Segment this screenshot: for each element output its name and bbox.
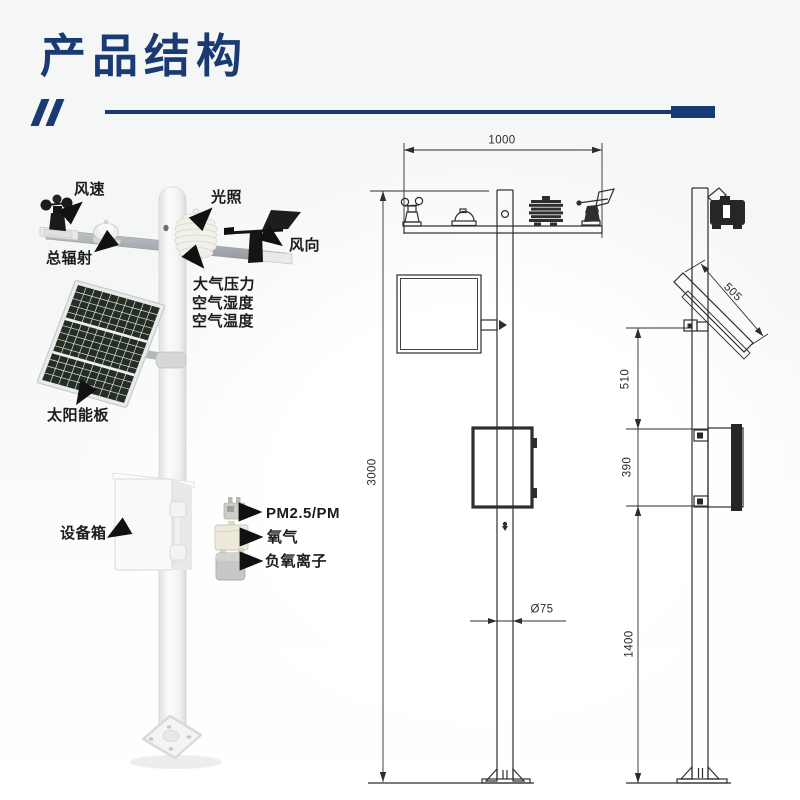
equipment-box-3d (112, 472, 195, 571)
solar-panel-3d (36, 280, 187, 408)
dim-mount-to-box: 510 (619, 368, 632, 390)
label-negative-oxygen-ion: 负氧离子 (265, 553, 328, 570)
arrow-wind-direction (257, 224, 283, 247)
arrow-pressure-humidity-temp (181, 244, 205, 269)
arrow-total-radiation (94, 229, 119, 253)
label-pm: PM2.5/PM (266, 505, 341, 522)
label-solar-panel: 太阳能板 (47, 407, 110, 424)
header-underline (105, 110, 672, 114)
label-arrows (58, 201, 283, 571)
anemometer-3d (40, 194, 73, 239)
label-air-humidity: 空气湿度 (192, 295, 255, 312)
header-underline-end (671, 106, 715, 118)
dim-crossarm-width: 1000 (488, 134, 516, 147)
label-atmospheric-pressure: 大气压力 (193, 276, 256, 293)
side-view-drawing (626, 187, 769, 784)
shield-front-icon (529, 196, 563, 226)
dim-box-height: 390 (621, 456, 634, 478)
ion-sensor-icon (215, 552, 246, 581)
oxygen-sensor-icon (214, 521, 249, 554)
arrow-illumination (188, 207, 213, 232)
dim-pole-diameter: Ø75 (530, 603, 554, 616)
label-oxygen: 氧气 (267, 529, 299, 546)
arrow-equipment-box (106, 517, 133, 538)
arrow-wind-speed (58, 201, 83, 225)
label-air-temperature: 空气温度 (192, 313, 255, 330)
arrow-solar-panel (76, 379, 97, 406)
station-3d-render (36, 186, 301, 769)
page-title: 产品结构 (40, 31, 248, 82)
label-wind-direction: 风向 (289, 237, 321, 254)
label-equipment-box: 设备箱 (60, 525, 107, 542)
front-view-drawing (368, 143, 616, 784)
pole-3d (158, 186, 187, 744)
label-illumination: 光照 (211, 189, 243, 206)
ground-shadow (130, 755, 222, 769)
dim-box-to-ground: 1400 (623, 630, 636, 658)
base-plate-3d (141, 714, 203, 760)
label-wind-speed: 风速 (74, 181, 106, 198)
pm-sensor-icon (223, 497, 246, 520)
dim-total-height: 3000 (366, 458, 379, 486)
label-total-radiation: 总辐射 (46, 250, 93, 267)
